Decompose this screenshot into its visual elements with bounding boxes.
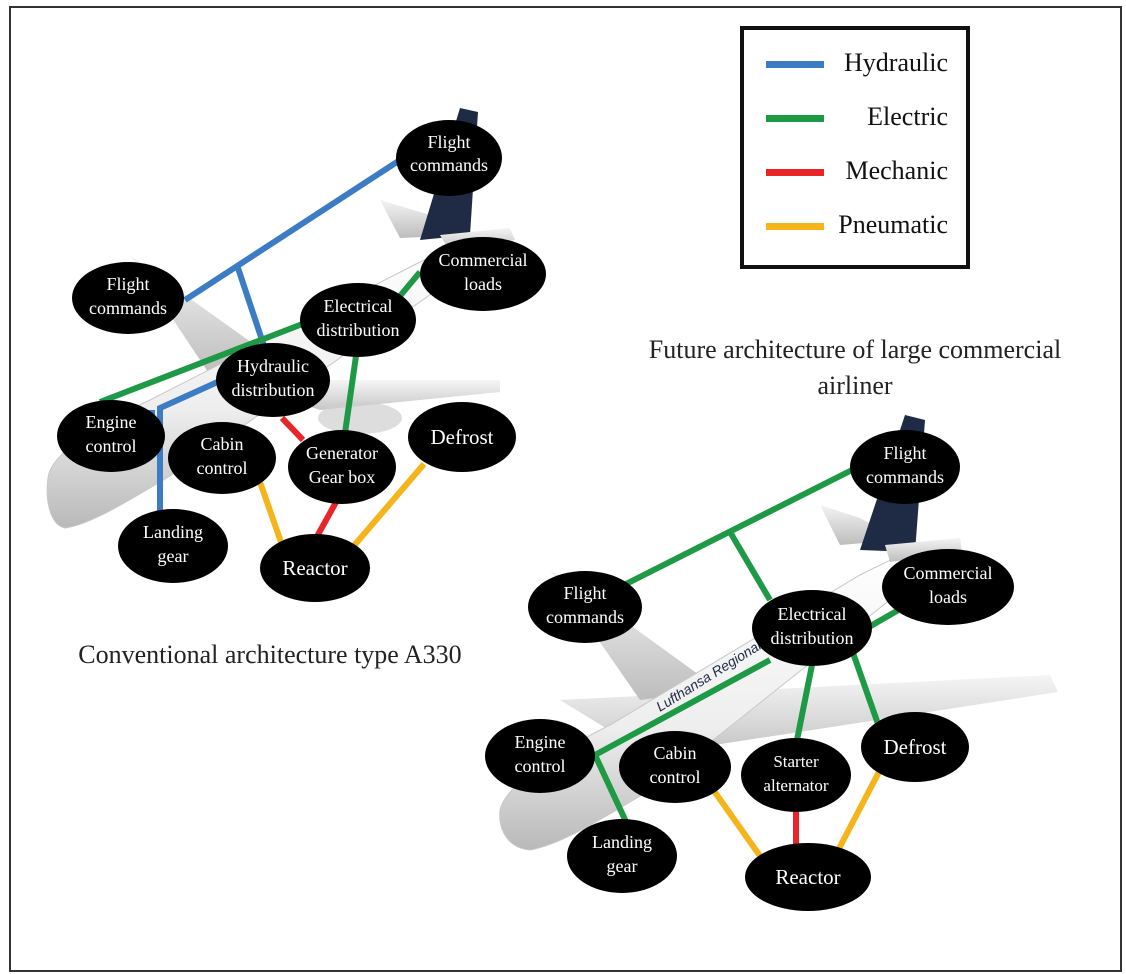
legend: Hydraulic Electric Mechanic Pneumatic bbox=[740, 26, 970, 269]
electric-line bbox=[593, 657, 772, 758]
pneumatic-line bbox=[830, 768, 883, 862]
caption-future: Future architecture of large commercial … bbox=[615, 332, 1095, 404]
legend-label: Mechanic bbox=[845, 156, 948, 185]
connections-conventional bbox=[98, 157, 427, 550]
figure-frame bbox=[9, 6, 1122, 972]
legend-item-mechanic: Mechanic bbox=[744, 152, 966, 192]
legend-item-pneumatic: Pneumatic bbox=[744, 206, 966, 246]
node-defrost: Defrost bbox=[408, 402, 516, 472]
electric-line bbox=[618, 467, 854, 590]
node-reactor: Reactor bbox=[745, 843, 871, 911]
caption-future-line2: airliner bbox=[817, 371, 893, 400]
caption-future-line1: Future architecture of large commercial bbox=[648, 335, 1062, 364]
pneumatic-line bbox=[257, 481, 285, 546]
hydraulic-line bbox=[235, 267, 271, 359]
electric-line bbox=[341, 355, 359, 441]
legend-item-hydraulic: Hydraulic bbox=[744, 44, 966, 84]
legend-swatch-electric bbox=[766, 115, 824, 122]
electric-line bbox=[592, 753, 631, 828]
pneumatic-line bbox=[349, 462, 427, 550]
electric-line bbox=[849, 649, 881, 725]
legend-swatch-hydraulic bbox=[766, 61, 824, 68]
svg-text:Defrost: Defrost bbox=[884, 735, 947, 759]
electric-line bbox=[98, 320, 307, 405]
hydraulic-line bbox=[183, 157, 402, 303]
node-defrost: Defrost bbox=[861, 712, 969, 782]
pneumatic-line bbox=[709, 786, 763, 858]
svg-text:Reactor: Reactor bbox=[775, 865, 840, 889]
electric-line bbox=[397, 270, 423, 298]
mechanic-line bbox=[279, 415, 306, 443]
electric-line bbox=[793, 664, 815, 746]
svg-text:Defrost: Defrost bbox=[431, 425, 494, 449]
legend-swatch-mechanic bbox=[766, 169, 824, 176]
legend-label: Hydraulic bbox=[844, 48, 948, 77]
electric-line bbox=[727, 530, 773, 602]
legend-label: Electric bbox=[867, 102, 948, 131]
legend-label: Pneumatic bbox=[838, 210, 948, 239]
node-reactor: Reactor bbox=[260, 534, 370, 602]
caption-conventional: Conventional architecture type A330 bbox=[78, 640, 462, 669]
hydraulic-line bbox=[157, 377, 224, 530]
svg-text:Reactor: Reactor bbox=[282, 556, 347, 580]
legend-swatch-pneumatic bbox=[766, 223, 824, 230]
legend-item-electric: Electric bbox=[744, 98, 966, 138]
